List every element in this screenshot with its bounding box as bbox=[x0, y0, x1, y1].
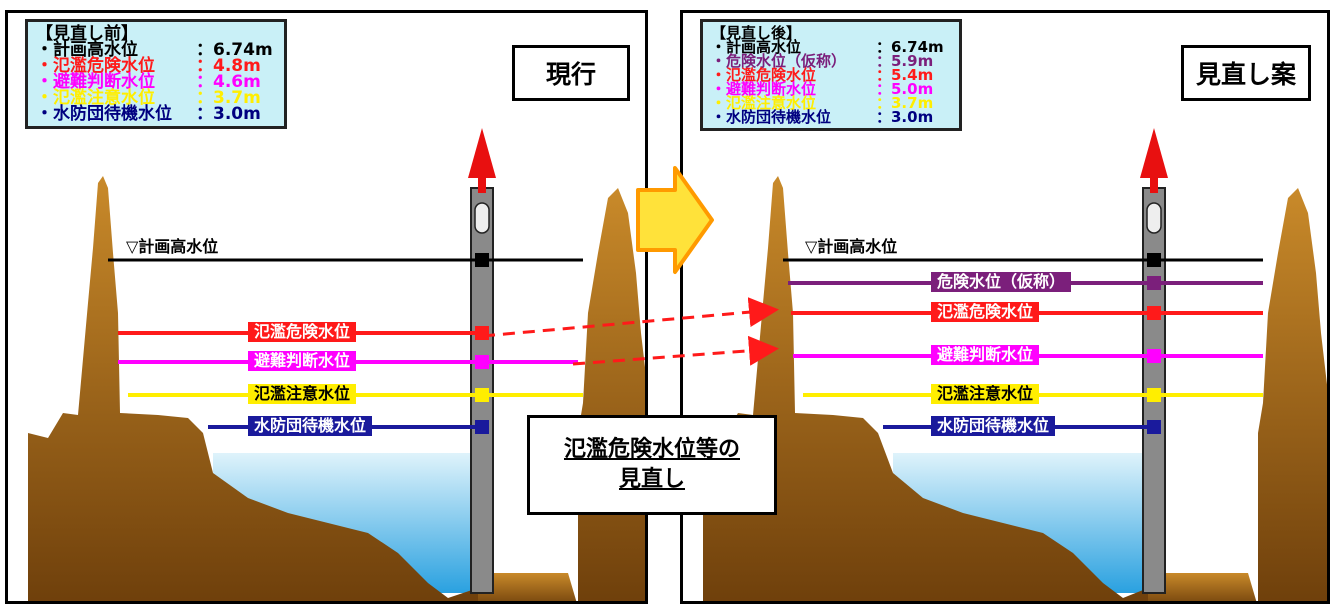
label-suibodan: 水防団待機水位 bbox=[931, 416, 1056, 436]
panel-title-proposed: 見直し案 bbox=[1181, 45, 1311, 101]
panel-proposed: 【見直し後】 ・計画高水位：6.74m ・危険水位（仮称）：5.9m ・氾濫危険… bbox=[680, 10, 1330, 604]
gauge-arrow bbox=[468, 128, 496, 178]
panel-title-current: 現行 bbox=[512, 45, 630, 101]
label-hanran-chui: 氾濫注意水位 bbox=[931, 384, 1040, 404]
label-hinan-handan: 避難判断水位 bbox=[931, 345, 1040, 365]
label-hanran-kiken: 氾濫危険水位 bbox=[931, 302, 1040, 322]
label-hinan-handan: 避難判断水位 bbox=[248, 351, 357, 371]
label-hanran-kiken: 氾濫危険水位 bbox=[248, 322, 357, 342]
keikaku-label: ▽計画高水位 bbox=[126, 237, 219, 256]
cross-section-proposed bbox=[703, 128, 1327, 601]
cross-section-current bbox=[28, 128, 645, 601]
info-header: 【見直し前】 bbox=[36, 24, 138, 44]
callout-box: 氾濫危険水位等の 見直し bbox=[527, 415, 777, 515]
info-box-current: 【見直し前】 ・計画高水位：6.74m ・氾濫危険水位：4.8m ・避難判断水位… bbox=[25, 19, 287, 129]
info-box-proposed: 【見直し後】 ・計画高水位：6.74m ・危険水位（仮称）：5.9m ・氾濫危険… bbox=[700, 19, 962, 131]
panel-current: 【見直し前】 ・計画高水位：6.74m ・氾濫危険水位：4.8m ・避難判断水位… bbox=[5, 10, 648, 604]
label-suibodan: 水防団待機水位 bbox=[248, 416, 373, 436]
label-hanran-chui: 氾濫注意水位 bbox=[248, 384, 357, 404]
right-bank-ground bbox=[578, 188, 645, 601]
riverbank-ground bbox=[28, 176, 478, 601]
label-kiken: 危険水位（仮称） bbox=[931, 272, 1072, 292]
